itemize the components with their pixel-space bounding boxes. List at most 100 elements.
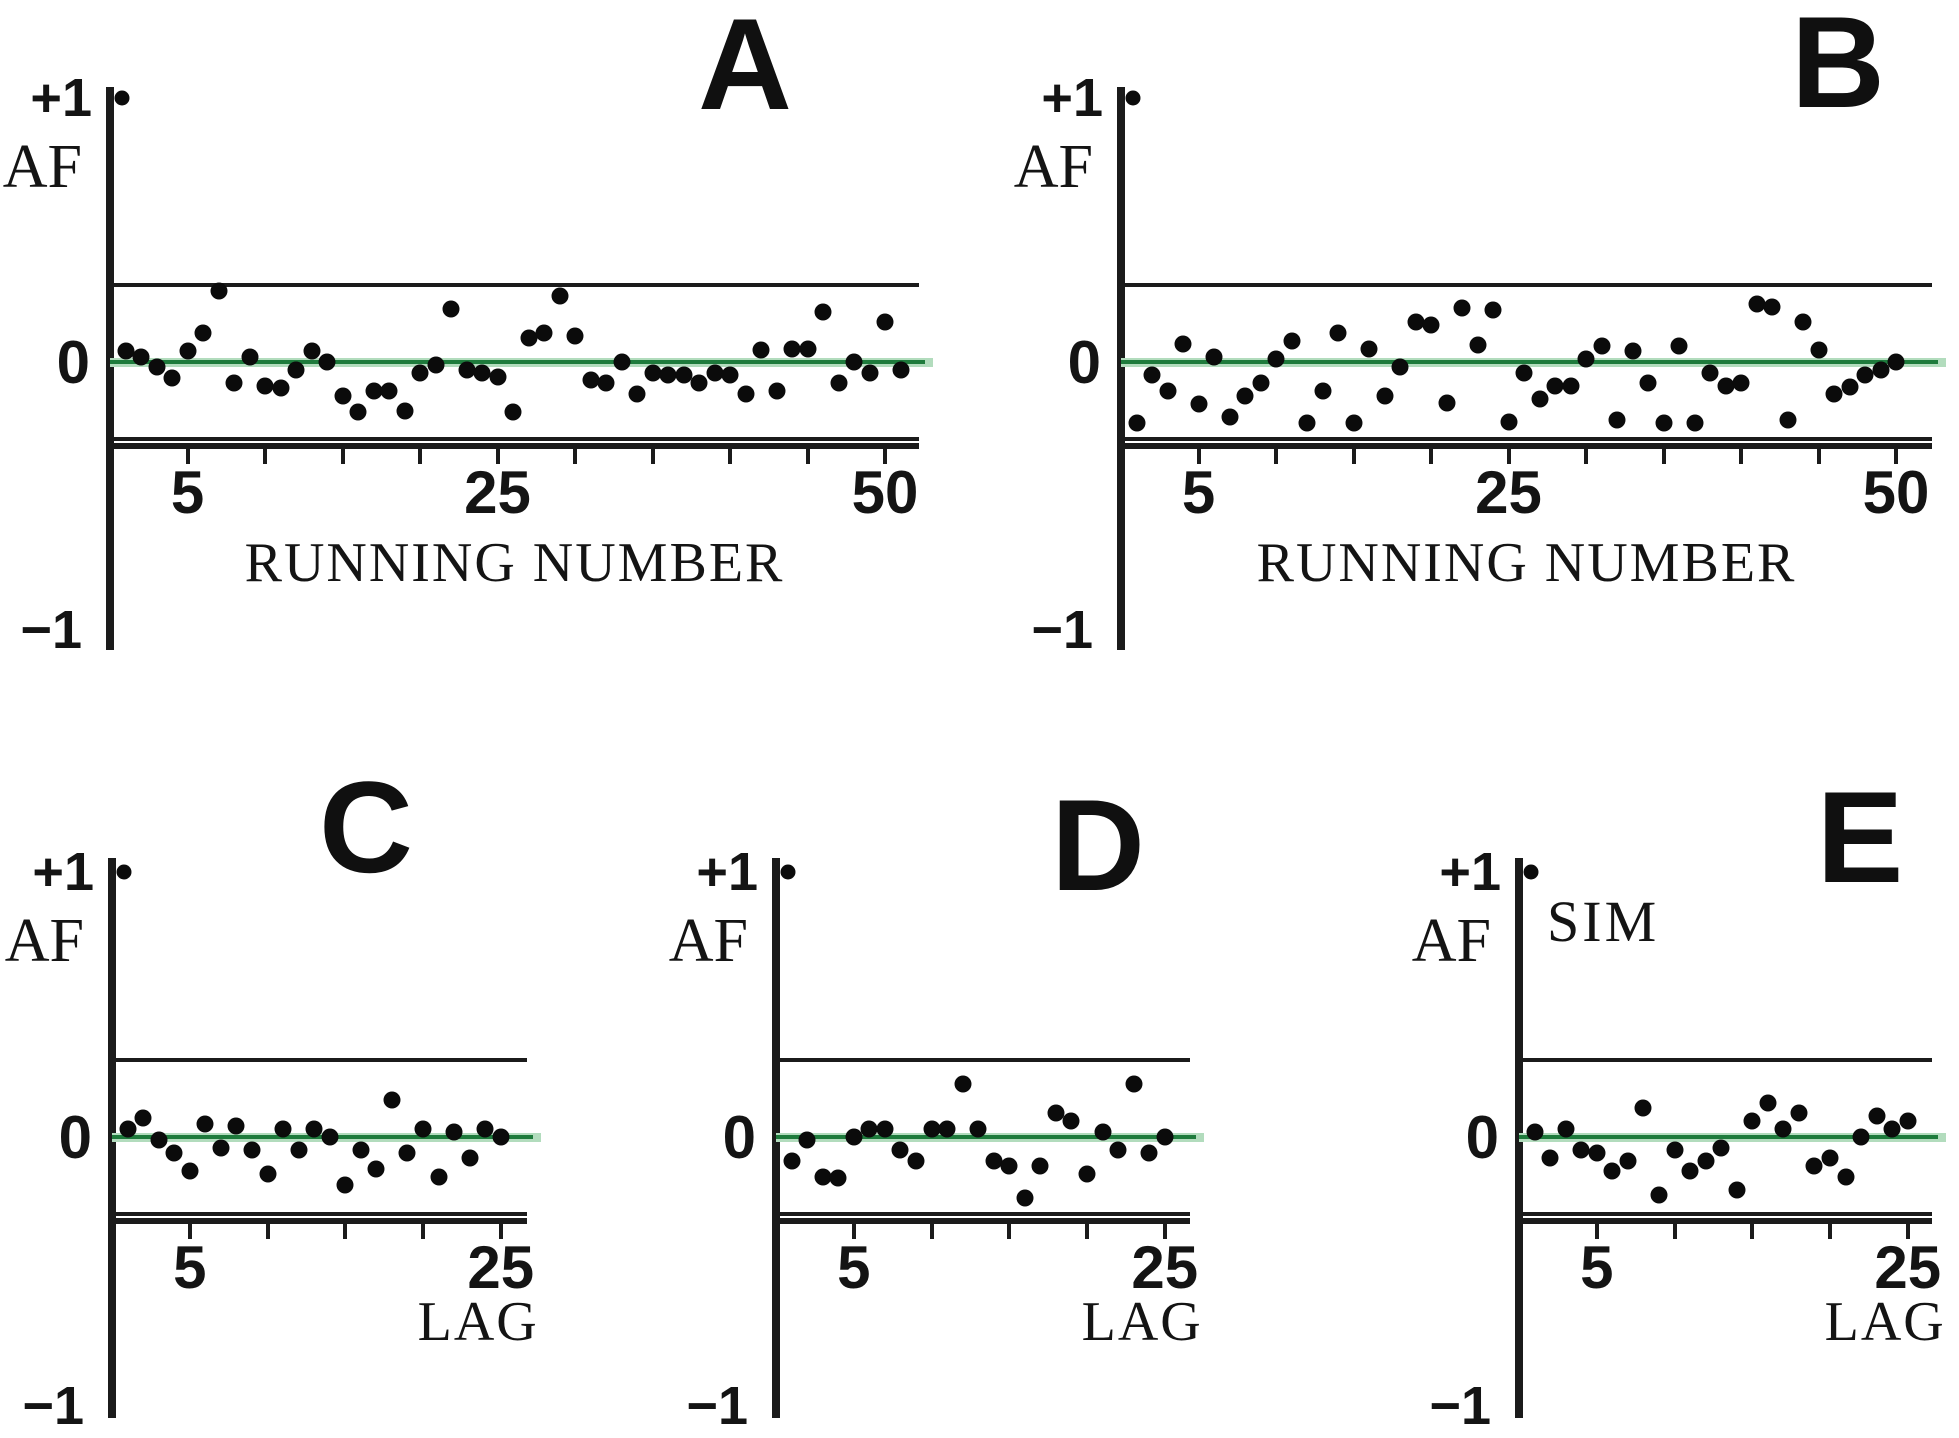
data-point-D-3 bbox=[814, 1168, 832, 1186]
xtick-label-B-5: 5 bbox=[1181, 459, 1216, 526]
data-point-A-1 bbox=[117, 342, 134, 360]
data-point-C-11 bbox=[274, 1120, 292, 1138]
data-point-B-24 bbox=[1484, 301, 1502, 319]
data-point-A-5 bbox=[179, 342, 196, 360]
data-point-E-11 bbox=[1681, 1162, 1699, 1180]
x-axis-title-C: LAG bbox=[417, 1291, 539, 1353]
lag0-point-E bbox=[1523, 864, 1539, 880]
data-point-A-51 bbox=[892, 361, 909, 379]
upper-bound-line-E bbox=[1515, 1058, 1932, 1063]
data-point-B-35 bbox=[1655, 414, 1672, 432]
data-point-C-7 bbox=[212, 1139, 230, 1157]
data-point-A-23 bbox=[458, 361, 475, 379]
data-point-C-12 bbox=[290, 1141, 308, 1159]
data-point-A-32 bbox=[597, 374, 615, 392]
xtick-label-C-5: 5 bbox=[173, 1234, 207, 1301]
data-point-A-33 bbox=[613, 353, 630, 371]
data-point-A-24 bbox=[473, 364, 491, 382]
x-axis-title-E: LAG bbox=[1824, 1291, 1946, 1353]
data-point-B-29 bbox=[1562, 377, 1579, 395]
data-point-A-20 bbox=[411, 364, 429, 382]
data-point-C-18 bbox=[383, 1091, 401, 1109]
x-axis-title-D: LAG bbox=[1081, 1291, 1203, 1353]
data-point-E-6 bbox=[1603, 1162, 1621, 1180]
data-point-A-11 bbox=[272, 379, 289, 397]
data-point-A-34 bbox=[628, 385, 646, 403]
xtick-label-D-5: 5 bbox=[837, 1234, 871, 1301]
x-tick-B-50 bbox=[1894, 449, 1898, 464]
x-tick-A-25 bbox=[495, 449, 500, 464]
data-point-C-9 bbox=[243, 1141, 261, 1159]
data-point-A-47 bbox=[830, 374, 847, 392]
data-point-A-40 bbox=[721, 366, 739, 384]
x-tick-A-15 bbox=[340, 449, 345, 464]
x-tick-A-50 bbox=[883, 449, 887, 464]
data-point-B-12 bbox=[1298, 414, 1316, 432]
data-point-B-15 bbox=[1345, 414, 1362, 432]
lower-bound-line-B bbox=[1117, 436, 1932, 441]
x-tick-D-20 bbox=[1085, 1224, 1089, 1239]
data-point-A-2 bbox=[132, 348, 150, 366]
data-point-C-22 bbox=[445, 1123, 463, 1141]
x-tick-D-15 bbox=[1007, 1224, 1012, 1239]
data-point-D-8 bbox=[891, 1141, 909, 1159]
upper-bound-line-B bbox=[1117, 283, 1932, 288]
data-point-E-18 bbox=[1790, 1104, 1808, 1122]
data-point-C-15 bbox=[336, 1176, 354, 1194]
data-point-A-14 bbox=[318, 353, 336, 371]
data-point-E-15 bbox=[1743, 1112, 1761, 1130]
panel-letter-B: B bbox=[1791, 0, 1885, 135]
data-point-C-3 bbox=[150, 1131, 168, 1149]
data-point-D-17 bbox=[1031, 1157, 1049, 1175]
x-axis-title-A: RUNNING NUMBER bbox=[244, 532, 785, 594]
data-point-A-6 bbox=[194, 324, 212, 342]
data-point-B-2 bbox=[1143, 366, 1161, 384]
x-tick-B-40 bbox=[1739, 449, 1743, 464]
data-point-E-20 bbox=[1821, 1149, 1839, 1167]
data-point-A-27 bbox=[520, 329, 537, 347]
data-point-D-11 bbox=[938, 1120, 956, 1138]
xtick-label-D-25: 25 bbox=[1131, 1234, 1199, 1301]
y-axis-label-B: AF bbox=[1013, 133, 1093, 201]
ytick-bottom-label-B: −1 bbox=[1031, 600, 1093, 660]
data-point-E-23 bbox=[1868, 1107, 1886, 1125]
xtick-label-B-25: 25 bbox=[1475, 459, 1542, 526]
data-point-A-12 bbox=[287, 361, 305, 379]
y-axis-A bbox=[106, 87, 114, 650]
data-point-C-1 bbox=[119, 1120, 137, 1138]
y-axis-label-D: AF bbox=[668, 907, 748, 975]
data-point-B-18 bbox=[1391, 358, 1409, 376]
ytick-bottom-label-D: −1 bbox=[686, 1376, 748, 1436]
lower-bound-line-C bbox=[108, 1211, 527, 1216]
upper-bound-line-D bbox=[772, 1058, 1190, 1063]
x-tick-A-45 bbox=[805, 449, 810, 464]
data-point-C-10 bbox=[259, 1165, 276, 1183]
data-point-A-19 bbox=[396, 402, 413, 420]
data-point-B-44 bbox=[1794, 313, 1812, 331]
data-point-D-5 bbox=[845, 1128, 863, 1146]
zero-line-B bbox=[1121, 360, 1938, 364]
data-point-A-45 bbox=[799, 340, 816, 358]
data-point-D-12 bbox=[954, 1075, 972, 1093]
data-point-B-39 bbox=[1717, 377, 1734, 395]
data-point-B-46 bbox=[1825, 385, 1843, 403]
data-point-C-13 bbox=[305, 1120, 323, 1138]
ytick-top-label-B: +1 bbox=[1041, 68, 1103, 128]
data-point-E-3 bbox=[1557, 1120, 1575, 1138]
data-point-D-20 bbox=[1078, 1165, 1096, 1183]
x-tick-D-25 bbox=[1162, 1224, 1167, 1239]
data-point-A-16 bbox=[349, 403, 367, 421]
upper-bound-line-A bbox=[106, 283, 919, 288]
xtick-label-A-5: 5 bbox=[170, 459, 205, 526]
zero-line-E bbox=[1519, 1135, 1938, 1139]
x-tick-C-15 bbox=[343, 1224, 348, 1239]
x-tick-B-45 bbox=[1816, 449, 1821, 464]
data-point-E-22 bbox=[1852, 1128, 1870, 1146]
data-point-A-41 bbox=[737, 385, 754, 403]
data-point-D-4 bbox=[829, 1169, 847, 1187]
data-point-B-1 bbox=[1128, 414, 1145, 432]
data-point-B-45 bbox=[1810, 341, 1827, 359]
panel-letter-C: C bbox=[319, 754, 413, 900]
x-tick-D-10 bbox=[929, 1224, 934, 1239]
